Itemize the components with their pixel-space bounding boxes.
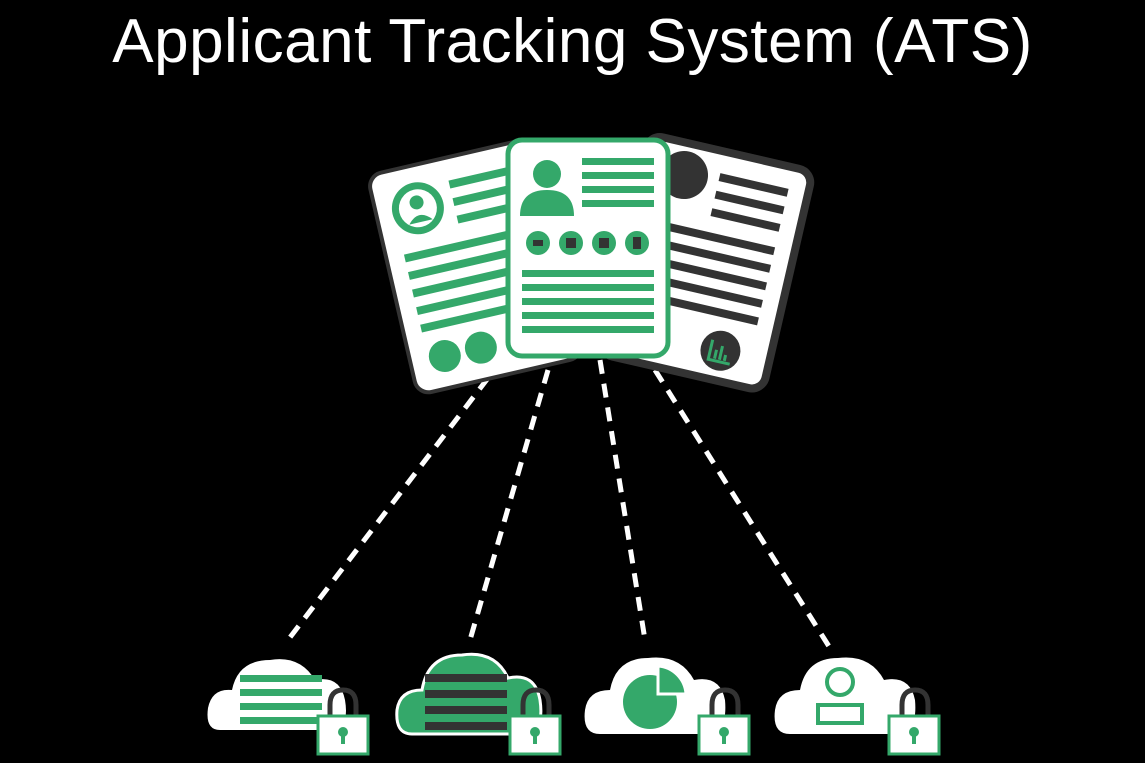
lock-icon: [887, 687, 941, 756]
person-icon: [520, 160, 574, 216]
cloud-user-storage: [774, 657, 941, 756]
resume-center: [505, 137, 671, 359]
lines-icon: [425, 674, 507, 730]
bar-chart-icon: [706, 339, 730, 366]
connector-4: [652, 368, 833, 650]
cloud-database-storage: [395, 652, 562, 756]
lines-icon: [240, 675, 322, 724]
connector-3: [597, 359, 648, 641]
connector-lines: [286, 359, 833, 650]
cloud-list-storage: [207, 659, 370, 756]
connector-2: [467, 369, 551, 641]
lock-icon: [316, 687, 370, 756]
diagram-title: Applicant Tracking System (ATS): [112, 7, 1033, 76]
user-icon: [816, 667, 864, 725]
person-circle-icon: [660, 151, 709, 200]
lock-icon: [508, 687, 562, 756]
lock-icon: [697, 687, 751, 756]
connector-1: [286, 376, 490, 642]
icon-row: [526, 231, 649, 255]
pie-chart-icon: [623, 664, 688, 729]
cloud-pie-storage: [584, 657, 751, 756]
